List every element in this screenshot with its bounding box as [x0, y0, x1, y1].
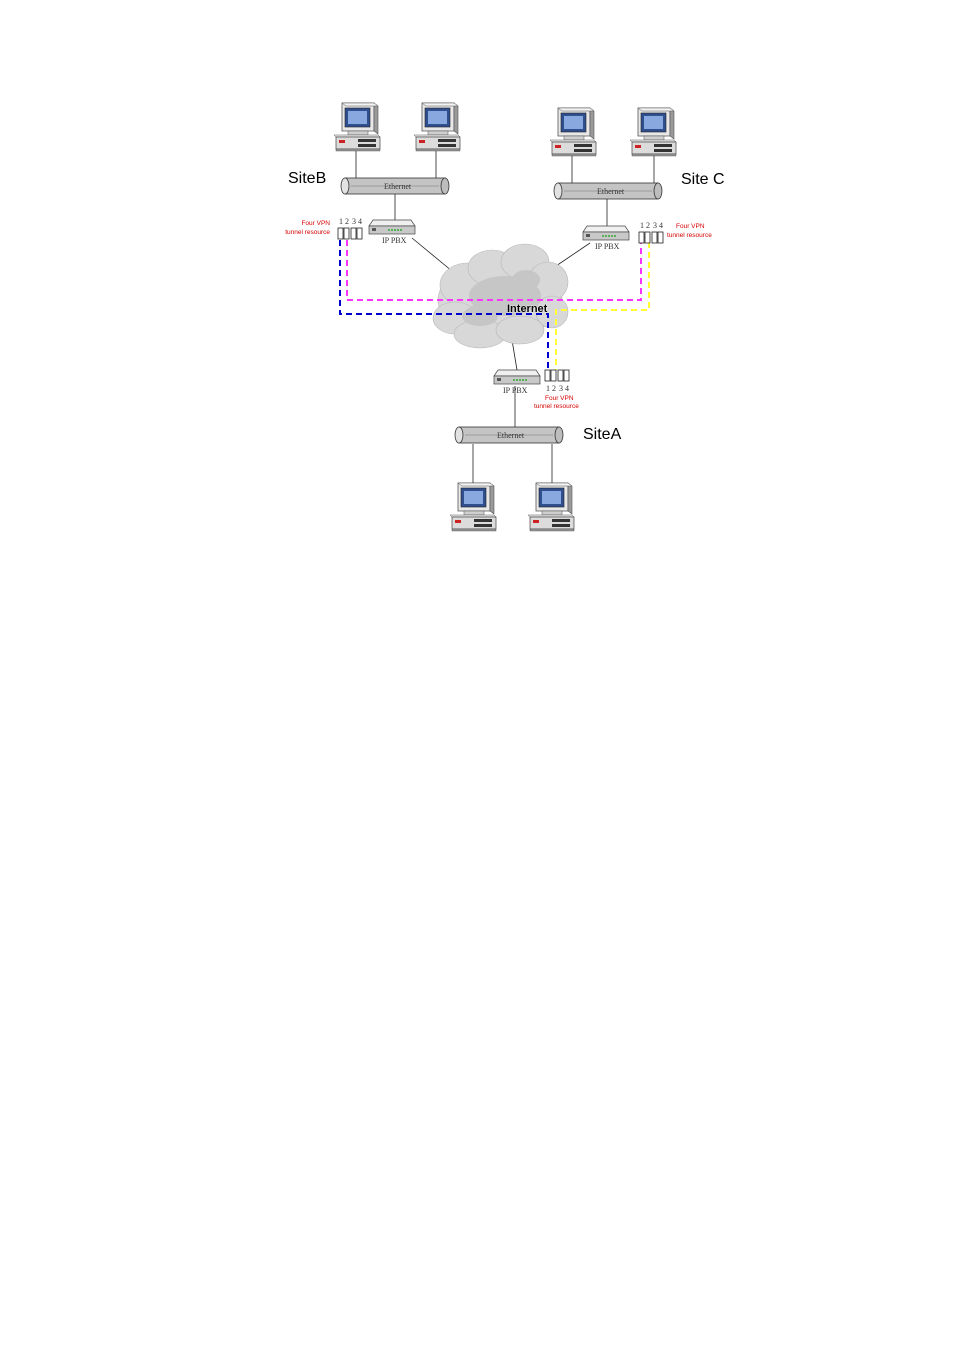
port-number: 4 — [565, 384, 569, 393]
computer-icon — [527, 482, 575, 532]
port-block: 1 2 3 4 — [638, 221, 664, 244]
site-b: Ethernet IP PBX 1 2 3 4 Four VPN tunnel … — [285, 102, 461, 245]
connection-lines — [355, 150, 655, 486]
vpn-note-line2: tunnel resource — [667, 232, 712, 239]
ip-pbx-icon — [368, 219, 416, 235]
port-number: 1 — [339, 217, 343, 226]
site-c: Ethernet IP PBX 1 2 3 4 Four VPN tunnel … — [549, 107, 725, 251]
vpn-note-line1: Four VPN — [301, 220, 330, 227]
vpn-note-line1: Four VPN — [676, 223, 705, 230]
ip-pbx-label: IP PBX — [382, 236, 407, 245]
tunnel-magenta — [346, 240, 642, 301]
computer-icon — [413, 102, 461, 152]
port-block: 1 2 3 4 — [337, 217, 363, 240]
ip-pbx-label: IP PBX — [595, 242, 620, 251]
computer-icon — [549, 107, 597, 157]
vpn-note-line1: Four VPN — [545, 395, 574, 402]
port-number: 3 — [559, 384, 563, 393]
internet-cloud — [432, 243, 569, 349]
computer-icon — [629, 107, 677, 157]
vpn-note-line2: tunnel resource — [285, 229, 330, 236]
ip-pbx-icon — [493, 369, 541, 385]
port-number: 1 — [546, 384, 550, 393]
port-number: 2 — [345, 217, 349, 226]
port-number: 3 — [352, 217, 356, 226]
computer-icon — [333, 102, 381, 152]
port-number: 1 — [640, 221, 644, 230]
tunnel-yellow — [555, 242, 650, 370]
ip-pbx-label: IP PBX — [503, 386, 528, 395]
tunnel-blue — [339, 240, 549, 370]
port-number: 2 — [552, 384, 556, 393]
port-number: 4 — [358, 217, 362, 226]
ethernet-label: Ethernet — [497, 431, 525, 440]
port-number: 2 — [646, 221, 650, 230]
port-number: 3 — [653, 221, 657, 230]
vpn-note-line2: tunnel resource — [534, 403, 579, 410]
ethernet-label: Ethernet — [597, 187, 625, 196]
site-a: IP PBX 1 2 3 4 Four VPN tunnel resource … — [449, 369, 622, 532]
site-b-label: SiteB — [288, 170, 326, 187]
site-a-label: SiteA — [583, 426, 622, 443]
port-block: 1 2 3 4 — [544, 369, 570, 393]
computer-icon — [449, 482, 497, 532]
ethernet-label: Ethernet — [384, 182, 412, 191]
port-number: 4 — [659, 221, 663, 230]
internet-label: Internet — [507, 303, 548, 315]
site-c-label: Site C — [681, 171, 725, 188]
vpn-tunnels — [339, 240, 650, 370]
ip-pbx-icon — [582, 225, 630, 241]
